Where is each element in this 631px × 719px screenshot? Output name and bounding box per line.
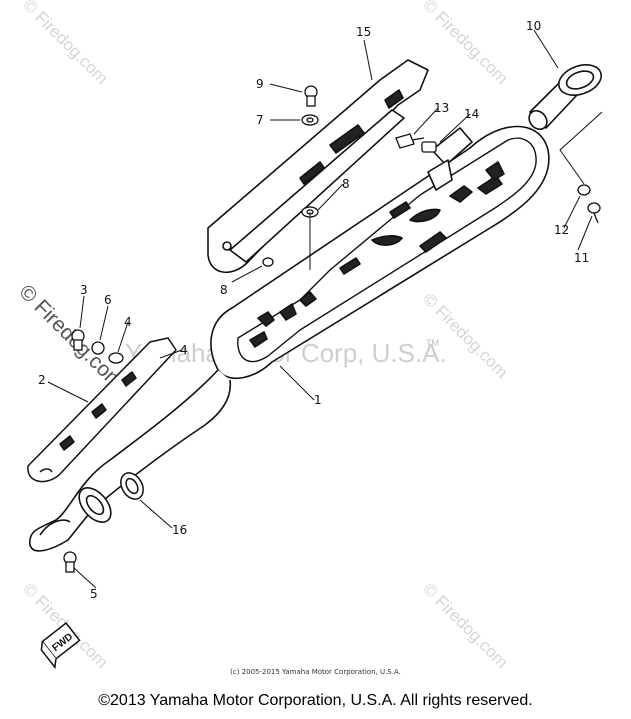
forward-badge: FWD xyxy=(40,621,81,670)
bolt-14 xyxy=(63,551,77,573)
callout-3: 3 xyxy=(80,283,88,297)
callout-2: 2 xyxy=(38,373,46,387)
washer-4 xyxy=(108,352,124,364)
watermark-top-right: © Firedog.com xyxy=(419,0,511,88)
nut-5 xyxy=(91,341,105,355)
upper-heat-guard xyxy=(207,59,429,274)
screw-11 xyxy=(587,202,601,224)
bolt-7 xyxy=(304,85,318,107)
small-copyright: (c) 2005-2015 Yamaha Motor Corporation, … xyxy=(230,668,401,676)
callout-16: 14 xyxy=(464,107,479,121)
watermark-top-left: © Firedog.com xyxy=(19,0,111,88)
bolt-3 xyxy=(71,329,85,351)
callout-10: 10 xyxy=(526,19,541,33)
callout-1: 1 xyxy=(314,393,322,407)
callout-5: 6 xyxy=(104,293,112,307)
washer-8-upper xyxy=(301,114,319,126)
trademark-mark: TM xyxy=(426,338,439,348)
watermark-bottom-right: © Firedog.com xyxy=(419,579,511,671)
callout-4-lower: 4 xyxy=(180,343,188,357)
callout-7: 9 xyxy=(256,77,264,91)
clip-16 xyxy=(421,141,437,153)
footer-copyright: ©2013 Yamaha Motor Corporation, U.S.A. A… xyxy=(98,692,533,709)
collar-9 xyxy=(262,257,274,267)
callout-11: 11 xyxy=(574,251,589,265)
tail-pipe xyxy=(528,64,603,131)
leader-lines xyxy=(47,29,603,589)
callout-labels: 15 9 7 8 8 13 14 10 12 11 3 6 4 4 2 1 16… xyxy=(38,19,589,601)
callout-4-upper: 4 xyxy=(124,315,132,329)
callout-12: 12 xyxy=(554,223,569,237)
fasteners xyxy=(63,85,601,573)
callout-15: 13 xyxy=(434,101,449,115)
callout-8-lower: 8 xyxy=(342,177,350,191)
lower-heat-guard xyxy=(27,337,177,483)
callout-6: 15 xyxy=(356,25,371,39)
callout-9: 8 xyxy=(220,283,228,297)
muffler-assembly xyxy=(29,125,550,552)
callout-13: 16 xyxy=(172,523,187,537)
screw-12 xyxy=(577,184,591,196)
bolt-15 xyxy=(395,133,425,149)
callout-8-upper: 7 xyxy=(256,113,264,127)
callout-14: 5 xyxy=(90,587,98,601)
gasket xyxy=(120,472,144,500)
